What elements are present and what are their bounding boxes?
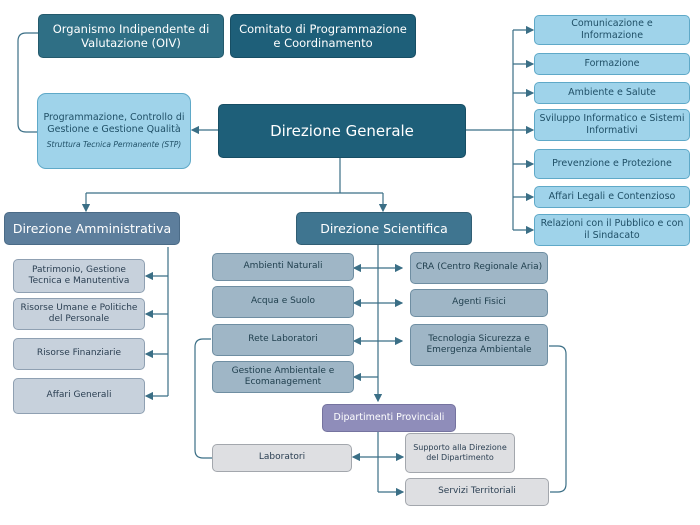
direzione-amministrativa-box: Direzione Amministrativa	[4, 212, 180, 245]
direzione-scientifica-box: Direzione Scientifica	[296, 212, 472, 245]
prov-servizi-territoriali: Servizi Territoriali	[405, 478, 549, 506]
adm-item-label: Affari Generali	[46, 390, 112, 401]
programmazione-label: Programmazione, Controllo di Gestione e …	[43, 112, 185, 136]
prov-laboratori: Laboratori	[212, 444, 352, 472]
sci-acqua-suolo: Acqua e Suolo	[212, 286, 354, 318]
staff-sviluppo-informatico: Sviluppo Informatico e Sistemi Informati…	[534, 109, 690, 141]
dipartimenti-provinciali-box: Dipartimenti Provinciali	[322, 404, 456, 432]
prov-item-label: Supporto alla Direzione del Dipartimento	[413, 443, 507, 462]
sci-item-label: Ambienti Naturali	[243, 261, 323, 272]
staff-comunicazione: Comunicazione e Informazione	[534, 15, 690, 45]
staff-label: Comunicazione e Informazione	[571, 18, 653, 41]
adm-item-label: Risorse Finanziarie	[36, 348, 122, 359]
staff-formazione: Formazione	[534, 53, 690, 75]
sci-gestione-ambientale: Gestione Ambientale e Ecomanagement	[212, 361, 354, 393]
adm-item-label: Patrimonio, Gestione Tecnica e Manutenti…	[28, 264, 130, 286]
staff-label: Prevenzione e Protezione	[552, 158, 672, 170]
sci-rete-laboratori: Rete Laboratori	[212, 324, 354, 356]
sci-item-label: Rete Laboratori	[248, 334, 318, 345]
prov-supporto-direzione: Supporto alla Direzione del Dipartimento	[405, 433, 515, 473]
staff-relazioni-pubblico: Relazioni con il Pubblico e con il Sinda…	[534, 214, 690, 246]
comitato-box: Comitato di Programmazione e Coordinamen…	[230, 14, 416, 58]
adm-risorse-finanziarie: Risorse Finanziarie	[13, 338, 145, 370]
direzione-amministrativa-label: Direzione Amministrativa	[12, 220, 172, 236]
oiv-box: Organismo Indipendente di Valutazione (O…	[38, 14, 224, 58]
direzione-scientifica-label: Direzione Scientifica	[320, 220, 448, 236]
staff-label: Ambiente e Salute	[568, 87, 656, 99]
staff-label: Formazione	[584, 58, 640, 70]
comitato-label: Comitato di Programmazione e Coordinamen…	[239, 21, 407, 50]
adm-affari-generali: Affari Generali	[13, 378, 145, 414]
programmazione-subtitle: Struttura Tecnica Permanente (STP)	[46, 140, 182, 150]
sci-item-label: Acqua e Suolo	[250, 296, 316, 307]
staff-label: Relazioni con il Pubblico e con il Sinda…	[540, 218, 684, 241]
staff-prevenzione: Prevenzione e Protezione	[534, 149, 690, 179]
sci-agenti-fisici: Agenti Fisici	[410, 289, 548, 317]
sci-item-label: CRA (Centro Regionale Aria)	[415, 262, 543, 273]
programmazione-box: Programmazione, Controllo di Gestione e …	[37, 93, 191, 169]
sci-item-label: Tecnologia Sicurezza e Emergenza Ambient…	[426, 333, 532, 355]
staff-affari-legali: Affari Legali e Contenzioso	[534, 186, 690, 208]
staff-ambiente-salute: Ambiente e Salute	[534, 82, 690, 104]
adm-item-label: Risorse Umane e Politiche del Personale	[20, 302, 138, 324]
direzione-generale-box: Direzione Generale	[218, 104, 466, 158]
dipartimenti-provinciali-label: Dipartimenti Provinciali	[333, 412, 445, 424]
direzione-generale-label: Direzione Generale	[270, 121, 414, 140]
sci-ambienti-naturali: Ambienti Naturali	[212, 253, 354, 281]
sci-item-label: Agenti Fisici	[452, 297, 506, 308]
adm-risorse-umane: Risorse Umane e Politiche del Personale	[13, 298, 145, 330]
oiv-label: Organismo Indipendente di Valutazione (O…	[52, 21, 210, 50]
adm-patrimonio: Patrimonio, Gestione Tecnica e Manutenti…	[13, 259, 145, 293]
sci-tecnologia-sicurezza: Tecnologia Sicurezza e Emergenza Ambient…	[410, 324, 548, 366]
prov-item-label: Laboratori	[258, 452, 306, 463]
sci-item-label: Gestione Ambientale e Ecomanagement	[231, 365, 335, 387]
staff-label: Sviluppo Informatico e Sistemi Informati…	[539, 113, 685, 136]
sci-cra: CRA (Centro Regionale Aria)	[410, 252, 548, 284]
prov-item-label: Servizi Territoriali	[438, 486, 516, 497]
staff-label: Affari Legali e Contenzioso	[548, 191, 676, 203]
